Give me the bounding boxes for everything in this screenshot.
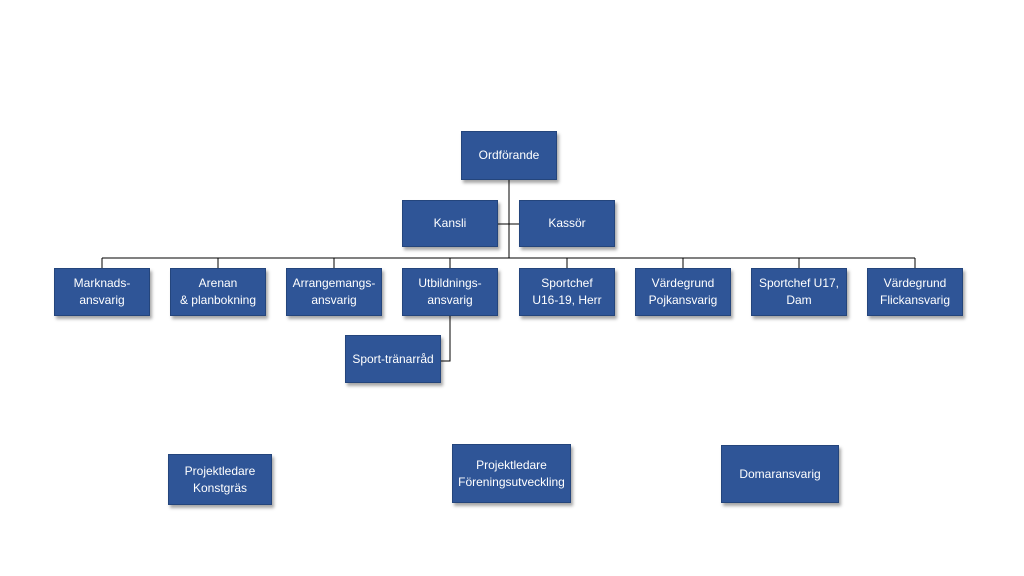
node-treasurer: Kassör	[519, 200, 615, 247]
node-sports-men: Sportchef U16-19, Herr	[519, 268, 615, 316]
node-coach-council: Sport-tränarråd	[345, 335, 441, 383]
node-sports-women: Sportchef U17, Dam	[751, 268, 847, 316]
node-events: Arrangemangs- ansvarig	[286, 268, 382, 316]
node-chair: Ordförande	[461, 131, 557, 180]
node-arena: Arenan & planbokning	[170, 268, 266, 316]
node-marketing: Marknads- ansvarig	[54, 268, 150, 316]
node-pm-dev: Projektledare Föreningsutveckling	[452, 444, 571, 503]
node-values-boys: Värdegrund Pojkansvarig	[635, 268, 731, 316]
node-education: Utbildnings- ansvarig	[402, 268, 498, 316]
node-values-girls: Värdegrund Flickansvarig	[867, 268, 963, 316]
coach-council-link	[441, 316, 451, 362]
node-office: Kansli	[402, 200, 498, 247]
node-referee: Domaransvarig	[721, 445, 839, 503]
node-pm-turf: Projektledare Konstgräs	[168, 454, 272, 505]
